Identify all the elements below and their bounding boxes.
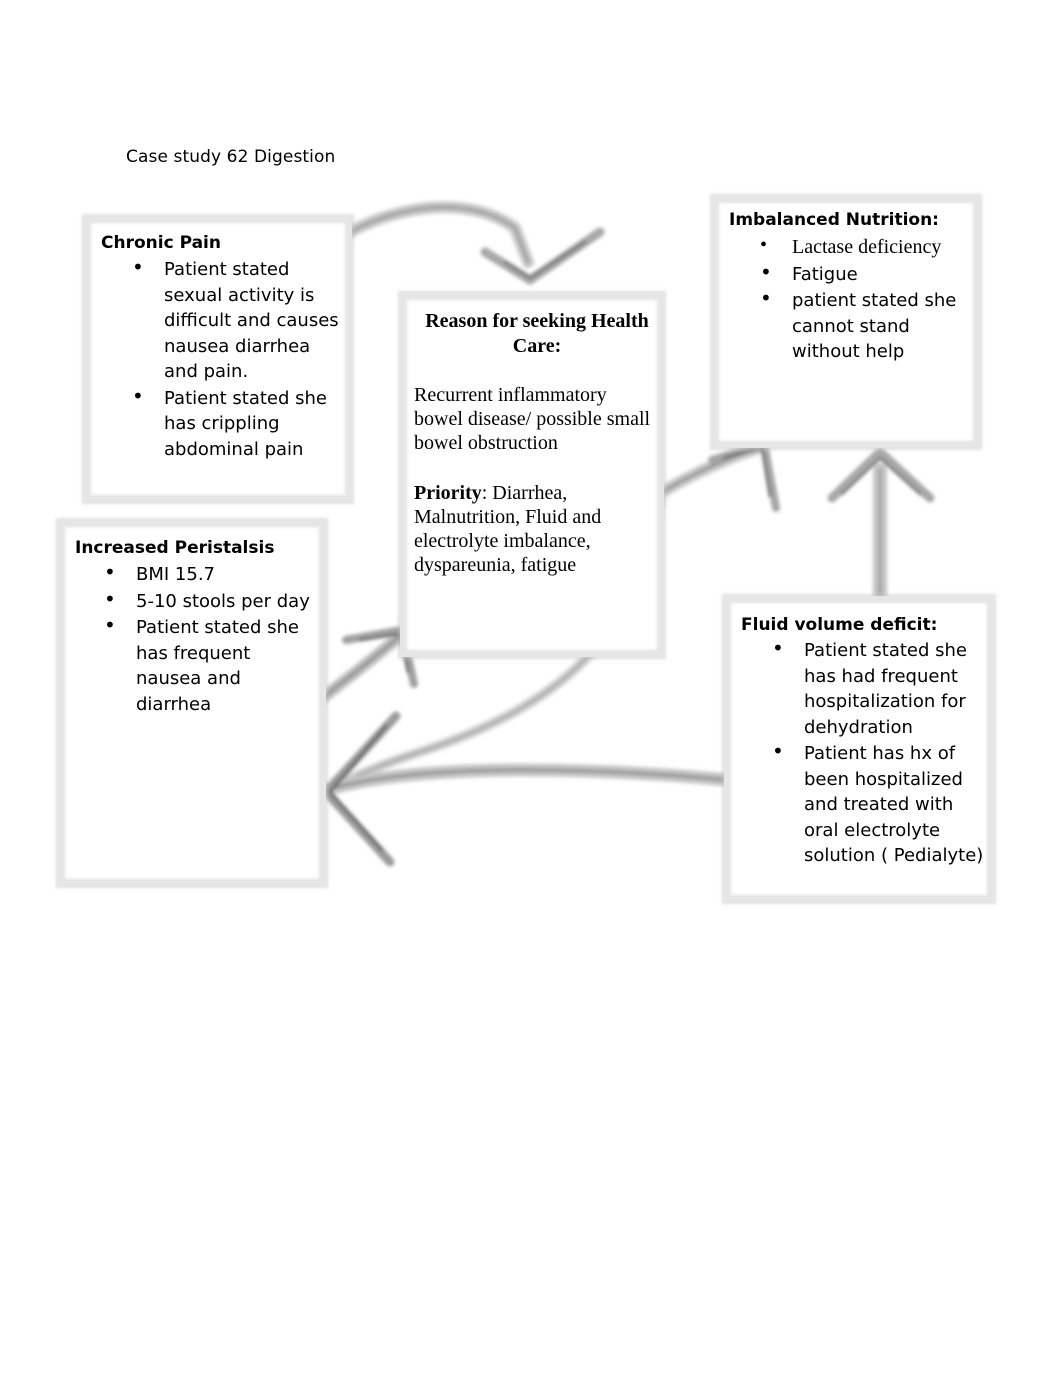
increased-peristalsis-heading: Increased Peristalsis [75,538,275,558]
imbalanced-nutrition-heading: Imbalanced Nutrition: [729,210,939,230]
imbalanced-nutrition-list: Lactase deficiency Fatigue patient state… [760,233,972,366]
arrow-reason-to-nutrition [656,440,780,512]
arrow-chronic-to-reason [344,201,605,285]
list-item: Patient has hx of been hospitalized and … [772,739,984,869]
list-item: Lactase deficiency [760,233,972,261]
page-title: Case study 62 Digestion [126,147,336,167]
increased-peristalsis-list: BMI 15.7 5-10 stools per day Patient sta… [104,560,316,718]
list-item: BMI 15.7 [104,560,316,588]
list-item: Patient stated she has had frequent hosp… [772,636,984,740]
fluid-volume-box: Fluid volume deficit: Patient stated she… [724,596,994,902]
priority-label: Priority [414,482,482,504]
reason-body: Recurrent inflammatory bowel disease/ po… [414,384,651,454]
imbalanced-nutrition-box: Imbalanced Nutrition: Lactase deficiency… [712,196,980,448]
list-item: patient stated she cannot stand without … [760,286,972,365]
increased-peristalsis-box: Increased Peristalsis BMI 15.7 5-10 stoo… [58,520,326,886]
list-item: Patient stated sexual activity is diffic… [132,255,344,385]
reason-title: Reason for seeking Health Care: [425,310,649,357]
reason-box: Reason for seeking Health Care: Recurren… [400,293,664,657]
chronic-pain-heading: Chronic Pain [101,233,221,253]
list-item: Patient stated she has frequent nausea a… [104,613,316,717]
priority-text: : Diarrhea, Malnutrition, Fluid and elec… [414,482,602,576]
arrow-fluid-to-nutrition [827,447,935,607]
list-item: Patient stated she has crippling abdomin… [132,384,344,463]
list-item: Fatigue [760,260,972,288]
fluid-volume-list: Patient stated she has had frequent hosp… [772,636,984,870]
arrow-fluid-to-peristalsis [319,711,735,867]
fluid-volume-heading: Fluid volume deficit: [741,615,938,635]
chronic-pain-box: Chronic Pain Patient stated sexual activ… [84,216,352,502]
reason-priority: Priority: Diarrhea, Malnutrition, Fluid … [414,481,660,577]
list-item: 5-10 stools per day [104,587,316,615]
chronic-pain-list: Patient stated sexual activity is diffic… [132,255,344,463]
